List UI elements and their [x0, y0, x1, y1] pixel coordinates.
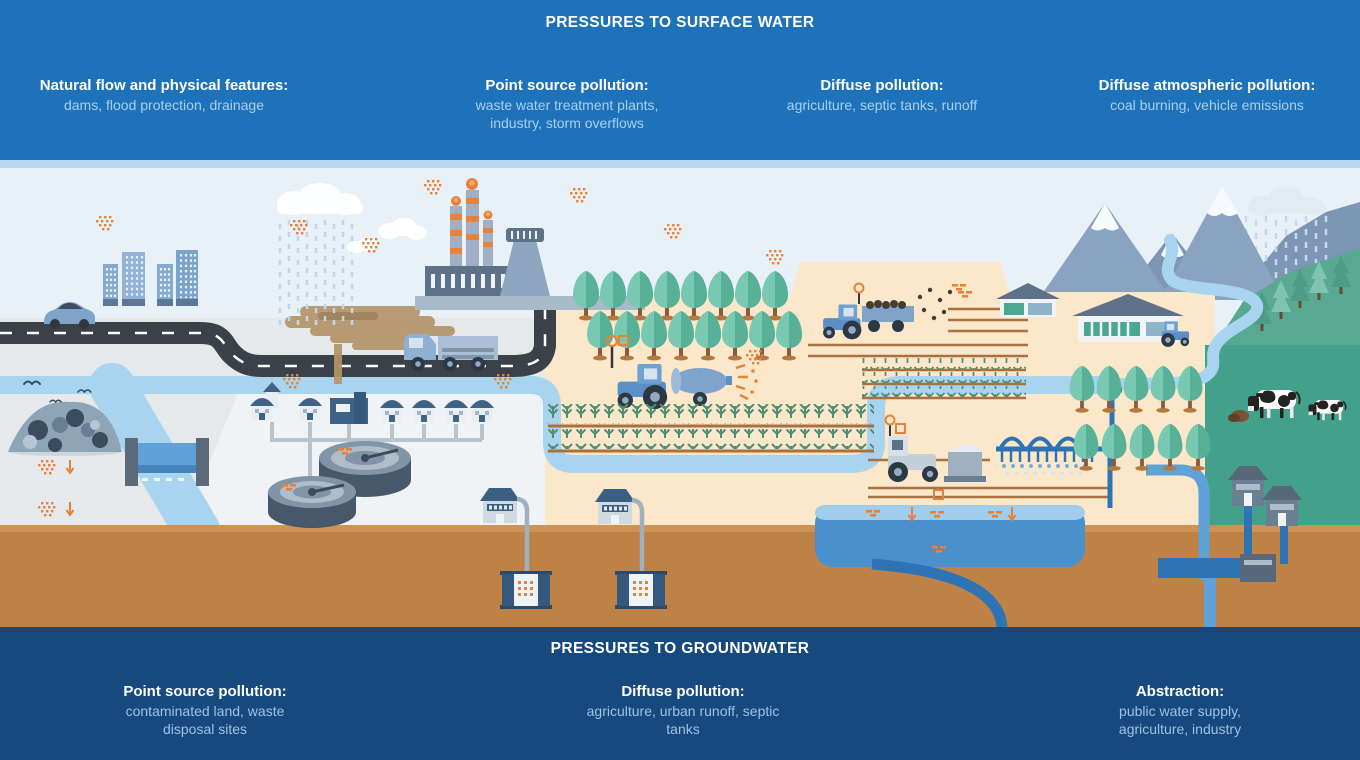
- hopper-icon: [944, 444, 986, 482]
- column-detail: dams, flood protection, drainage: [63, 96, 264, 113]
- column-heading: Point source pollution:: [123, 683, 287, 700]
- road: [0, 308, 556, 377]
- farmhouse: [996, 283, 1190, 347]
- column-detail: agriculture, septic tanks, runoff: [786, 96, 978, 113]
- column-heading: Point source pollution:: [485, 77, 649, 94]
- manure-spreader-tractor-icon: [823, 282, 972, 340]
- crop-sprayer-tractor-icon: [605, 334, 758, 410]
- pressure-column-point-source: Point source pollution: waste water trea…: [397, 76, 737, 132]
- column-detail: agriculture, urban runoff, septic tanks: [586, 702, 780, 737]
- irrigation-tractor-icon: [884, 414, 938, 482]
- abstraction-pipes: [1146, 464, 1288, 627]
- landfill-waste-pile: [8, 380, 122, 517]
- waste-water-treatment-tanks: [268, 441, 411, 528]
- surface-water-banner: PRESSURES TO SURFACE WATER Natural flow …: [0, 0, 1360, 160]
- groundwater-column-diffuse: Diffuse pollution: agriculture, urban ru…: [533, 682, 833, 738]
- groundwater-banner-title: PRESSURES TO GROUNDWATER: [550, 640, 810, 657]
- septic-houses: [480, 488, 645, 574]
- column-detail: waste water treatment plants, industry, …: [475, 96, 659, 131]
- surface-water-banner-title: PRESSURES TO SURFACE WATER: [545, 14, 815, 31]
- urban-smog-plume-icon: [285, 306, 455, 384]
- column-heading: Abstraction:: [1135, 683, 1225, 700]
- crop-fields: [548, 404, 874, 453]
- column-detail: contaminated land, waste disposal sites: [125, 702, 285, 737]
- catchment-scene: [0, 168, 1360, 627]
- groundwater-column-abstraction: Abstraction: public water supply, agricu…: [1030, 682, 1330, 738]
- column-heading: Diffuse pollution:: [621, 683, 745, 700]
- column-detail: public water supply, agriculture, indust…: [1118, 702, 1242, 737]
- groundwater-banner: PRESSURES TO GROUNDWATER Point source po…: [0, 627, 1360, 760]
- car-icon: [44, 302, 95, 329]
- village-houses: [250, 382, 494, 424]
- lorry-icon: [404, 334, 498, 371]
- ploughed-field: [808, 307, 1028, 358]
- pressure-column-atmospheric: Diffuse atmospheric pollution: coal burn…: [1047, 76, 1360, 114]
- rain-cloud-icon: [277, 183, 427, 328]
- cows: [1228, 389, 1347, 422]
- city-buildings: [103, 250, 198, 306]
- soil: [0, 525, 1360, 627]
- column-heading: Diffuse atmospheric pollution:: [1098, 77, 1316, 94]
- groundwater-column-point-source: Point source pollution: contaminated lan…: [55, 682, 355, 738]
- column-heading: Diffuse pollution:: [820, 77, 944, 94]
- column-heading: Natural flow and physical features:: [39, 77, 289, 94]
- groundwater-aquifer: [815, 505, 1085, 627]
- pressure-column-diffuse: Diffuse pollution: agriculture, septic t…: [752, 76, 1012, 114]
- column-detail: coal burning, vehicle emissions: [1110, 96, 1304, 113]
- dam: [125, 438, 209, 486]
- vine-crop-block: [862, 358, 1026, 400]
- banner-divider: [0, 160, 1360, 168]
- pressure-column-natural-flow: Natural flow and physical features: dams…: [4, 76, 324, 114]
